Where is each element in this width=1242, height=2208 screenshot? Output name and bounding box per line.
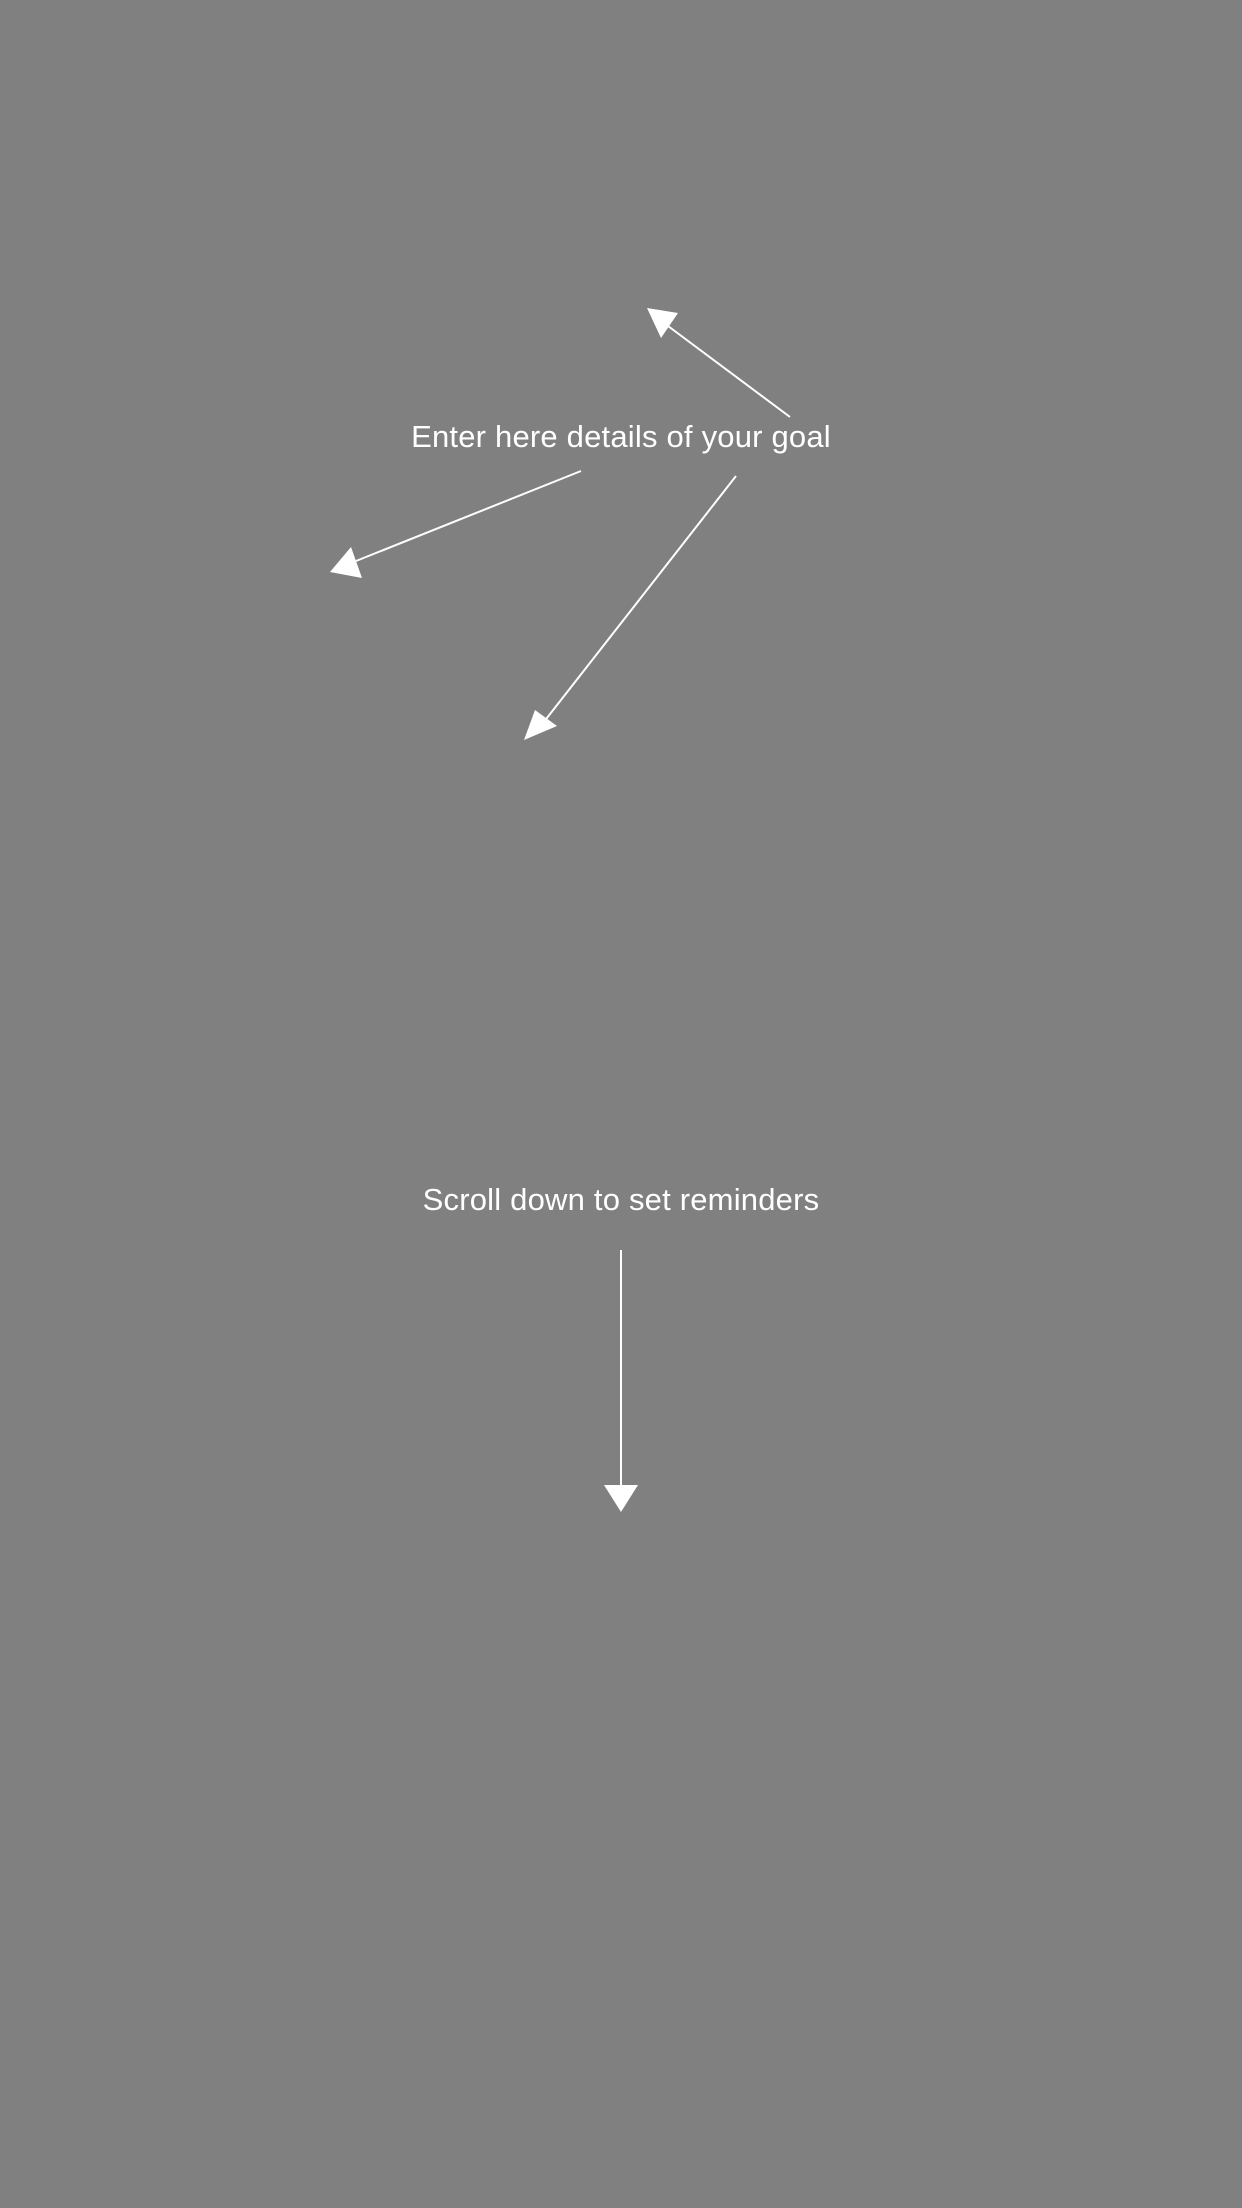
arrow-down-icon (604, 1250, 638, 1512)
arrow-up-left-icon (647, 308, 791, 418)
scroll-reminders-hint: Scroll down to set reminders (422, 1182, 820, 1217)
goal-details-hint: Enter here details of your goal (411, 419, 831, 454)
arrow-down-left-icon (330, 470, 582, 578)
arrow-down-left-icon (524, 475, 737, 740)
